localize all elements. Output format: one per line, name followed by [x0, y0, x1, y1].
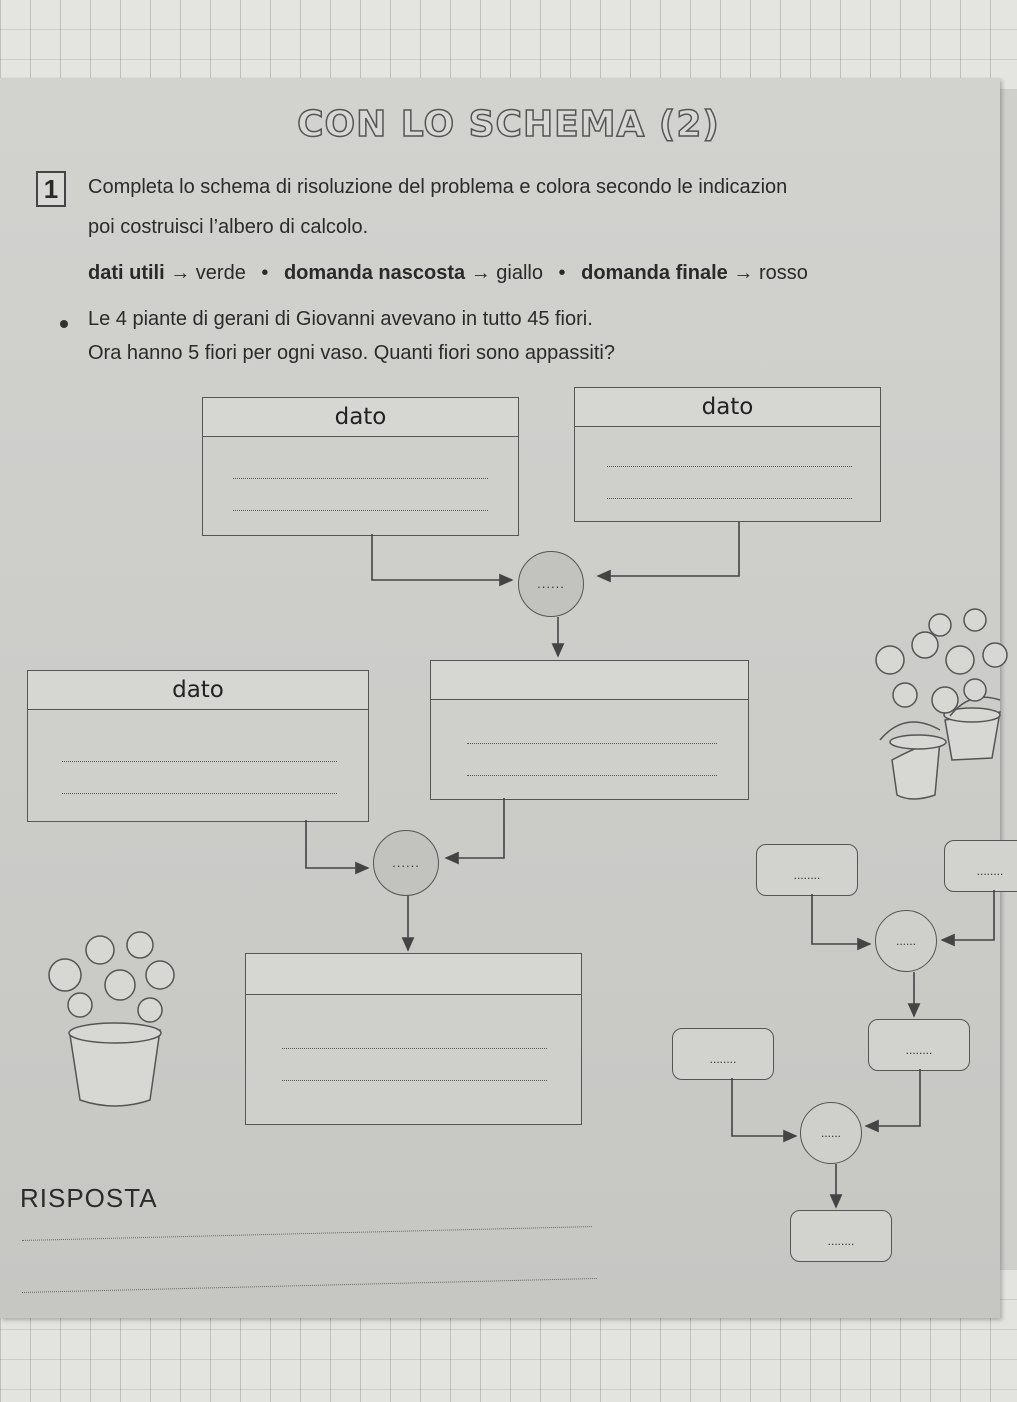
answer-dotted-line[interactable]	[467, 743, 717, 744]
legend-arrow-2: →	[470, 262, 491, 284]
legend-arrow-3: →	[733, 262, 754, 284]
answer-dotted-line[interactable]	[282, 1080, 547, 1081]
schema-box-label	[431, 661, 748, 700]
answer-dotted-line[interactable]	[62, 761, 337, 762]
legend-separator-1: •	[261, 262, 269, 284]
answer-dotted-line[interactable]	[607, 466, 852, 467]
schema-box-dato-1[interactable]: dato	[202, 397, 519, 536]
answer-dotted-line[interactable]	[607, 498, 852, 499]
instruction-line-1: Completa lo schema di risoluzione del pr…	[88, 176, 788, 198]
schema-box-hidden-question[interactable]	[430, 660, 749, 800]
tree-box-1[interactable]: ........	[756, 844, 858, 896]
schema-box-label	[246, 954, 581, 995]
schema-box-dato-3[interactable]: dato	[27, 670, 369, 822]
legend-separator-2: •	[558, 262, 566, 284]
schema-box-dato-2[interactable]: dato	[574, 387, 881, 522]
problem-bullet	[60, 320, 68, 328]
problem-line-1: Le 4 piante di gerani di Giovanni avevan…	[88, 308, 593, 330]
schema-box-label: dato	[575, 388, 880, 427]
exercise-number: 1	[36, 171, 66, 207]
answer-dotted-line[interactable]	[282, 1048, 547, 1049]
legend-key-2: domanda nascosta	[283, 262, 466, 284]
schema-box-final-question[interactable]	[245, 953, 582, 1125]
legend-key-1: dati utili	[88, 262, 165, 284]
legend-key-3: domanda finale	[581, 262, 728, 284]
operation-circle-1[interactable]: ......	[518, 551, 584, 617]
page-title: CON LO SCHEMA (2)	[296, 103, 720, 146]
tree-box-result[interactable]: ........	[790, 1210, 892, 1262]
tree-operation-1[interactable]: ......	[875, 910, 937, 972]
schema-box-label: dato	[203, 398, 518, 437]
color-legend: dati utili → verde • domanda nascosta → …	[88, 262, 808, 285]
tree-box-4[interactable]: ........	[868, 1019, 970, 1071]
operation-circle-2[interactable]: ......	[373, 830, 439, 896]
tree-box-3[interactable]: ........	[672, 1028, 774, 1080]
answer-dotted-line[interactable]	[233, 510, 488, 511]
tree-box-2[interactable]: ........	[944, 840, 1017, 892]
instruction-line-2: poi costruisci l’albero di calcolo.	[88, 216, 369, 238]
problem-line-2: Ora hanno 5 fiori per ogni vaso. Quanti …	[88, 342, 615, 364]
answer-label: RISPOSTA	[20, 1183, 158, 1213]
legend-value-1: verde	[195, 262, 246, 284]
legend-value-2: giallo	[496, 262, 543, 284]
notebook-grid-top	[0, 0, 1017, 90]
legend-value-3: rosso	[758, 262, 808, 284]
schema-box-label: dato	[28, 671, 368, 710]
answer-dotted-line[interactable]	[62, 793, 337, 794]
answer-dotted-line[interactable]	[467, 775, 717, 776]
answer-dotted-line[interactable]	[233, 478, 488, 479]
legend-arrow-1: →	[170, 262, 191, 284]
tree-operation-2[interactable]: ......	[800, 1102, 862, 1164]
